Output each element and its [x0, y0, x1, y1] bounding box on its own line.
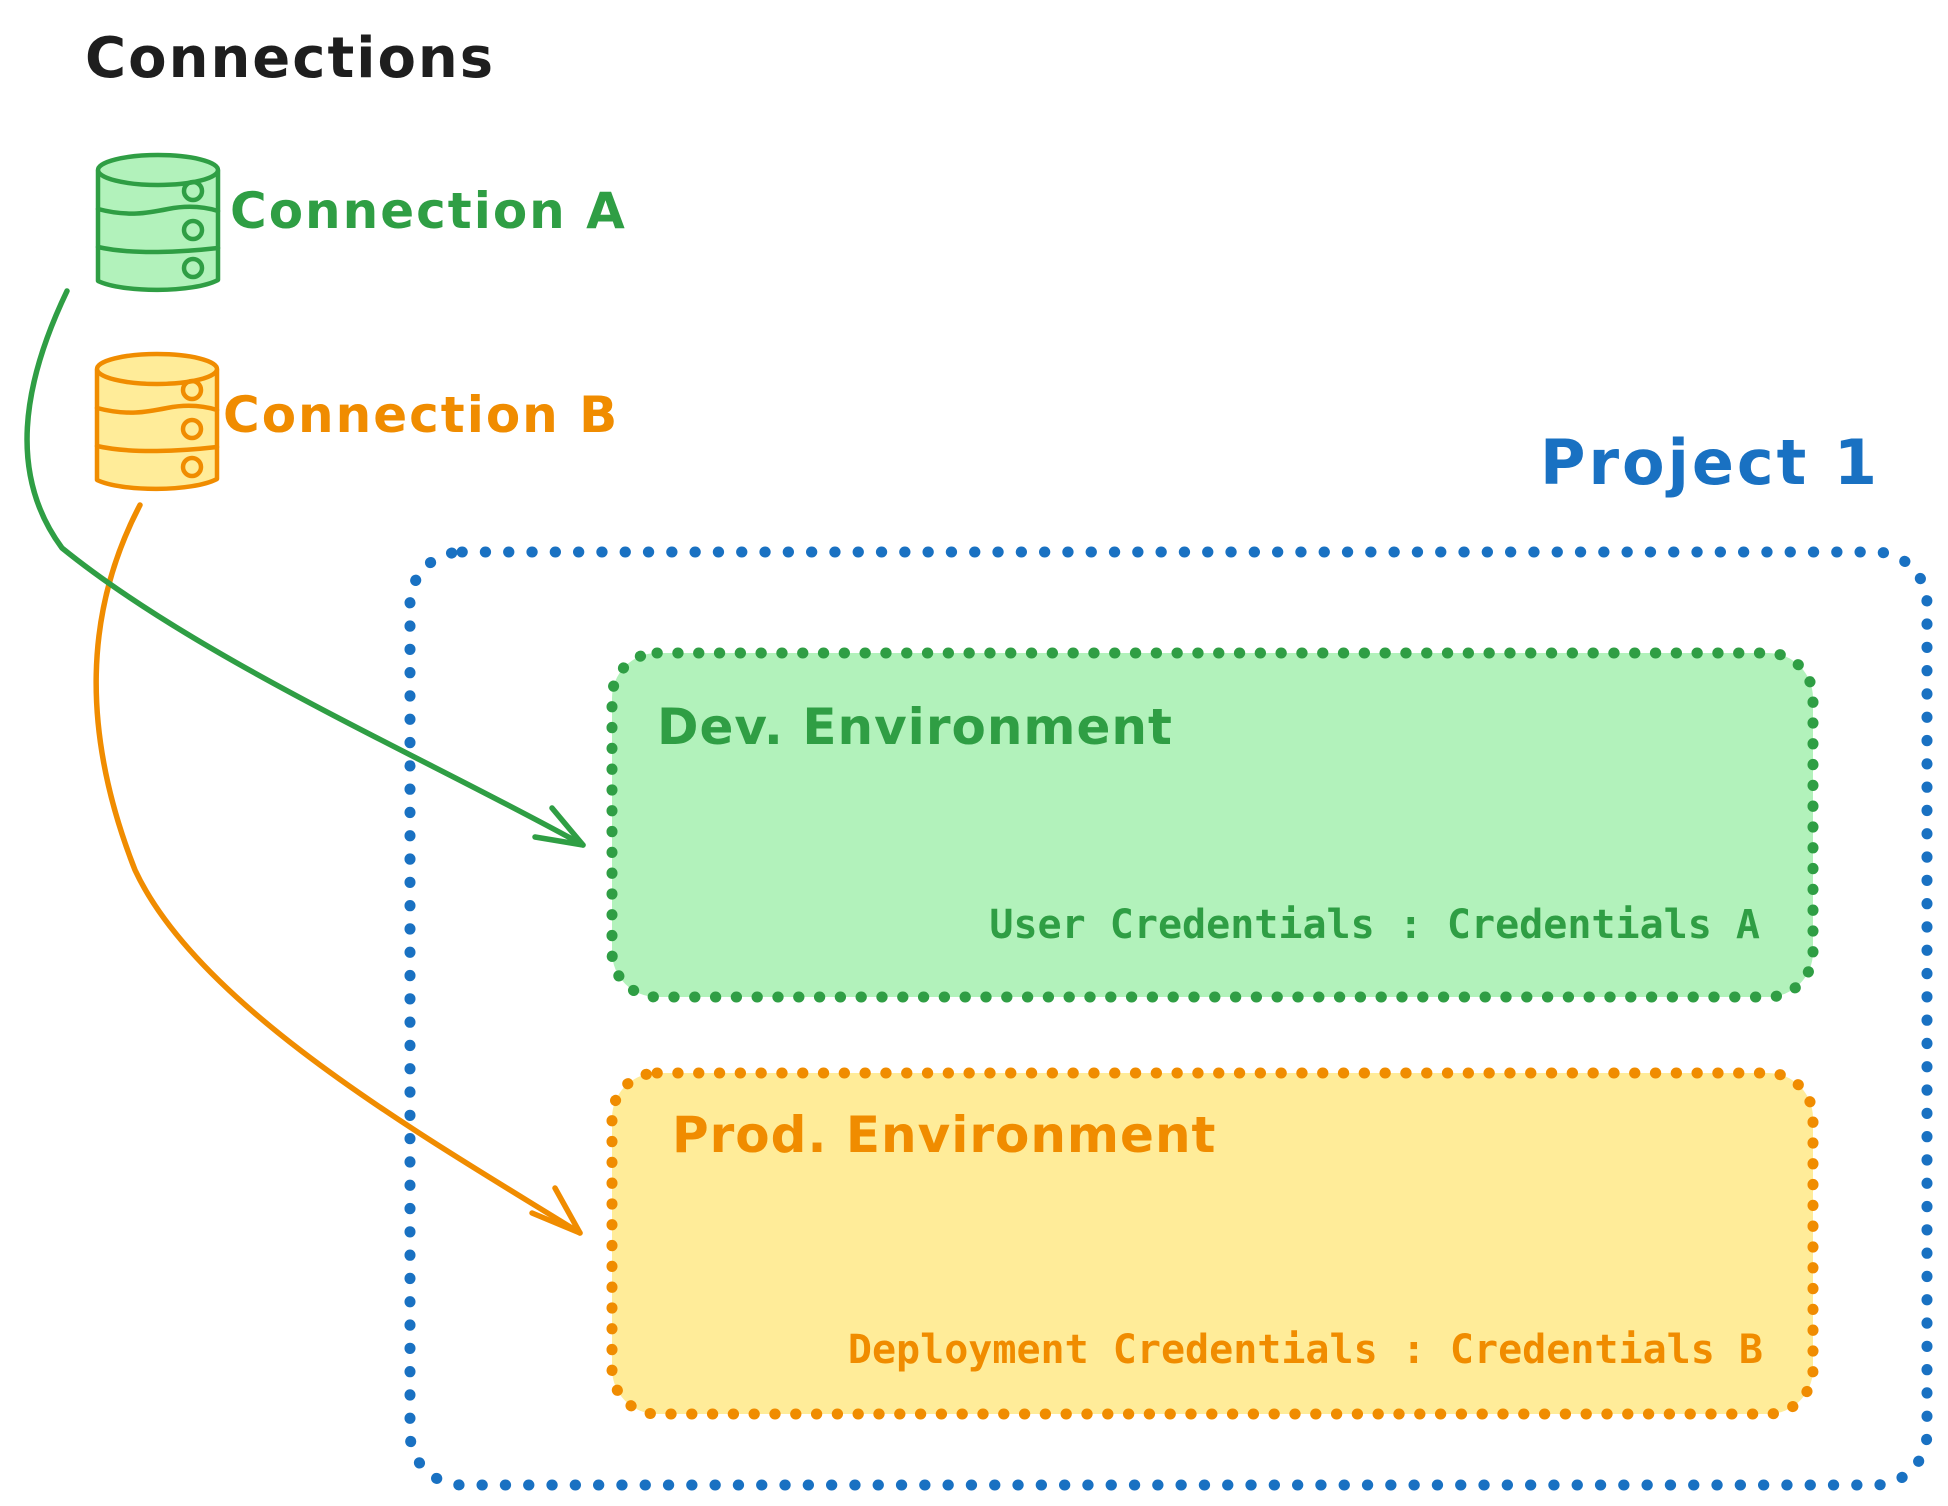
dev-environment-box	[606, 647, 1819, 1003]
connection-a-label: Connection A	[230, 182, 627, 240]
project-title: Project 1	[1540, 426, 1881, 499]
dev-environment-credentials: User Credentials : Credentials A	[989, 902, 1760, 948]
project-box-border	[404, 546, 1933, 1491]
database-icon-connection-b	[97, 354, 217, 489]
prod-environment-box	[606, 1067, 1819, 1420]
connection-b-arrow	[93, 502, 583, 1236]
connection-b-label: Connection B	[223, 386, 620, 444]
connection-a-arrow	[24, 288, 586, 848]
dev-environment-title: Dev. Environment	[657, 698, 1173, 756]
prod-environment-credentials: Deployment Credentials : Credentials B	[847, 1327, 1763, 1373]
prod-environment-title: Prod. Environment	[672, 1106, 1217, 1164]
database-icon-connection-a	[98, 155, 218, 290]
diagram-title: Connections	[85, 26, 496, 91]
